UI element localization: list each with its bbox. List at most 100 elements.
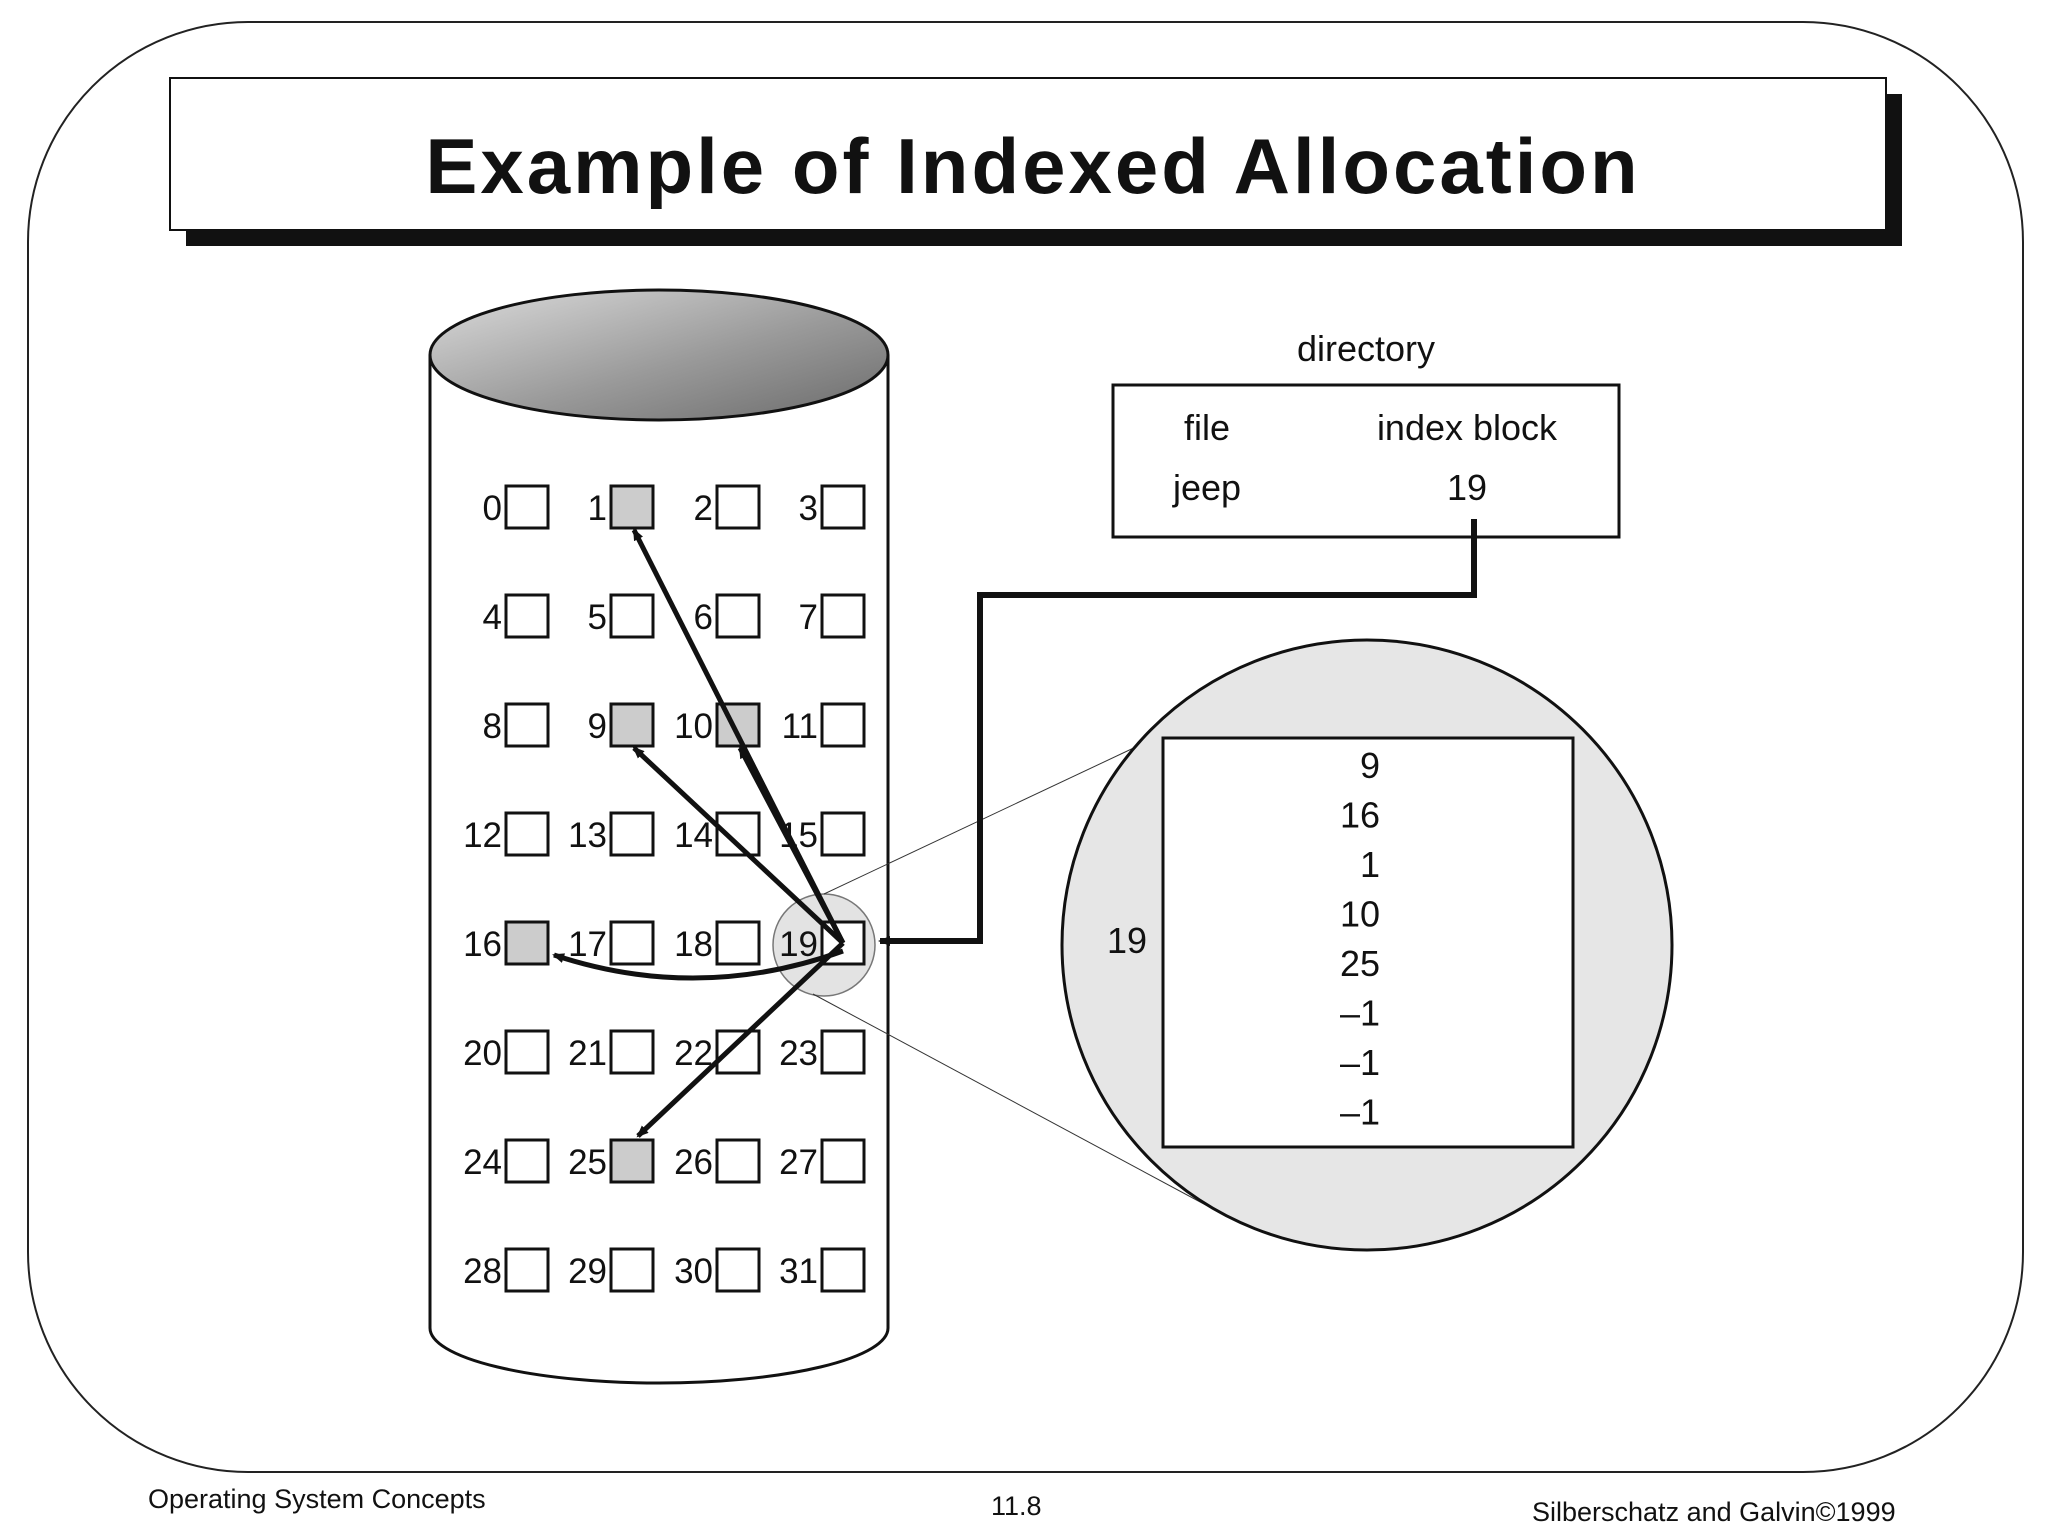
disk-block-21: 21 <box>568 1029 655 1075</box>
disk-block-2: 2 <box>694 484 761 530</box>
disk-block-box <box>715 920 761 966</box>
disk-block-box <box>504 484 550 530</box>
disk-block-15: 15 <box>779 811 866 857</box>
disk-block-box <box>504 920 550 966</box>
pointer-arrows <box>552 528 846 1138</box>
index-entry: –1 <box>1340 1092 1380 1133</box>
disk-block-label: 25 <box>568 1143 607 1182</box>
disk-block-box <box>820 593 866 639</box>
disk-block-14: 14 <box>674 811 761 857</box>
disk-block-31: 31 <box>779 1247 866 1293</box>
directory-entry-file: jeep <box>1172 467 1241 508</box>
disk-block-label: 26 <box>674 1143 713 1182</box>
disk-block-12: 12 <box>463 811 550 857</box>
disk-block-label: 14 <box>674 816 713 855</box>
disk-block-label: 6 <box>694 598 713 637</box>
disk-block-5: 5 <box>588 593 655 639</box>
disk-block-box <box>504 702 550 748</box>
disk-block-label: 4 <box>483 598 502 637</box>
disk-block-label: 31 <box>779 1252 818 1291</box>
disk-block-box <box>715 1247 761 1293</box>
disk-block-label: 20 <box>463 1034 502 1073</box>
disk-block-label: 24 <box>463 1143 502 1182</box>
disk-block-9: 9 <box>588 702 655 748</box>
disk-block-30: 30 <box>674 1247 761 1293</box>
disk-block-22: 22 <box>674 1029 761 1075</box>
disk-block-23: 23 <box>779 1029 866 1075</box>
disk-block-box <box>715 484 761 530</box>
disk-block-label: 23 <box>779 1034 818 1073</box>
disk-block-28: 28 <box>463 1247 550 1293</box>
disk-block-13: 13 <box>568 811 655 857</box>
disk-block-label: 9 <box>588 707 607 746</box>
disk-block-box <box>715 1029 761 1075</box>
index-entry: 16 <box>1340 795 1380 836</box>
disk-block-box <box>609 702 655 748</box>
directory-pointer <box>878 519 1477 946</box>
disk-block-10: 10 <box>674 702 761 748</box>
disk-block-label: 19 <box>779 925 818 964</box>
directory-label: directory <box>1297 328 1435 369</box>
disk-block-7: 7 <box>799 593 866 639</box>
disk-block-box <box>504 1138 550 1184</box>
directory-table <box>1111 383 1621 539</box>
disk-block-18: 18 <box>674 920 761 966</box>
disk-block-label: 28 <box>463 1252 502 1291</box>
disk-block-box <box>609 593 655 639</box>
disk-block-17: 17 <box>568 920 655 966</box>
disk-block-label: 13 <box>568 816 607 855</box>
disk-block-box <box>609 484 655 530</box>
index-entry: 9 <box>1360 745 1380 786</box>
disk-block-11: 11 <box>782 702 866 748</box>
arrow-to-block-16 <box>552 948 844 981</box>
disk-block-label: 0 <box>483 489 502 528</box>
disk-block-box <box>820 811 866 857</box>
disk-block-label: 3 <box>799 489 818 528</box>
disk-block-box <box>609 1247 655 1293</box>
slide-frame <box>27 21 2024 1473</box>
disk-block-label: 8 <box>483 707 502 746</box>
index-entry: 25 <box>1340 943 1380 984</box>
disk-block-label: 2 <box>694 489 713 528</box>
disk-block-box <box>715 593 761 639</box>
disk-block-box <box>504 811 550 857</box>
arrow-to-block-9 <box>632 746 845 945</box>
disk-block-box <box>504 593 550 639</box>
disk-block-box <box>609 920 655 966</box>
disk-block-box <box>820 1138 866 1184</box>
disk-block-6: 6 <box>694 593 761 639</box>
zoom-line-bottom <box>812 993 1231 1219</box>
disk-block-29: 29 <box>568 1247 655 1293</box>
disk-block-box <box>715 1138 761 1184</box>
arrow-to-block-10 <box>737 746 846 945</box>
disk-block-16: 16 <box>463 920 550 966</box>
disk-block-20: 20 <box>463 1029 550 1075</box>
disk-block-label: 27 <box>779 1143 818 1182</box>
disk-block-label: 16 <box>463 925 502 964</box>
disk-block-label: 1 <box>588 489 607 528</box>
index-entry: –1 <box>1340 993 1380 1034</box>
disk-block-25: 25 <box>568 1138 655 1184</box>
disk-block-label: 18 <box>674 925 713 964</box>
disk-block-box <box>504 1247 550 1293</box>
directory-entry-index: 19 <box>1447 467 1487 508</box>
disk-block-label: 10 <box>674 707 713 746</box>
disk-block-label: 7 <box>799 598 818 637</box>
zoom-block-label: 19 <box>1107 920 1147 961</box>
disk-block-label: 17 <box>568 925 607 964</box>
disk-block-24: 24 <box>463 1138 550 1184</box>
disk-block-label: 5 <box>588 598 607 637</box>
disk-block-3: 3 <box>799 484 866 530</box>
disk-block-label: 29 <box>568 1252 607 1291</box>
footer-page-number: 11.8 <box>991 1491 1042 1521</box>
disk-block-label: 30 <box>674 1252 713 1291</box>
disk-block-label: 22 <box>674 1034 713 1073</box>
directory-col-index: index block <box>1377 407 1558 448</box>
index-entry: –1 <box>1340 1042 1380 1083</box>
disk-block-label: 12 <box>463 816 502 855</box>
arrow-to-block-25 <box>636 941 845 1138</box>
disk-block-box <box>820 484 866 530</box>
